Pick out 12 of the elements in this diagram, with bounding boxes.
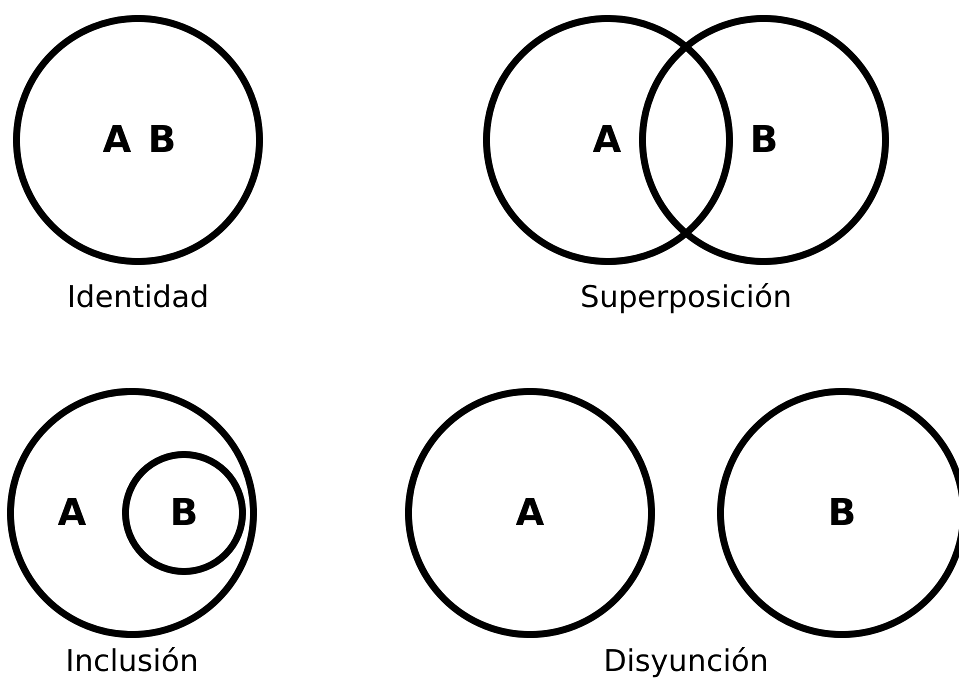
set-label: B [170,493,198,533]
set-label: B [750,120,778,160]
set-label: B [148,120,176,160]
set-label: B [828,493,856,533]
set-label: A [102,120,132,160]
set-label: A [58,493,86,533]
diagram-caption: Identidad [67,281,209,315]
set-label: A [516,493,544,533]
set-label: A [592,120,622,160]
diagram-caption: Inclusión [65,645,199,679]
diagram-caption: Superposición [580,281,792,315]
diagram-caption: Disyunción [603,645,769,679]
